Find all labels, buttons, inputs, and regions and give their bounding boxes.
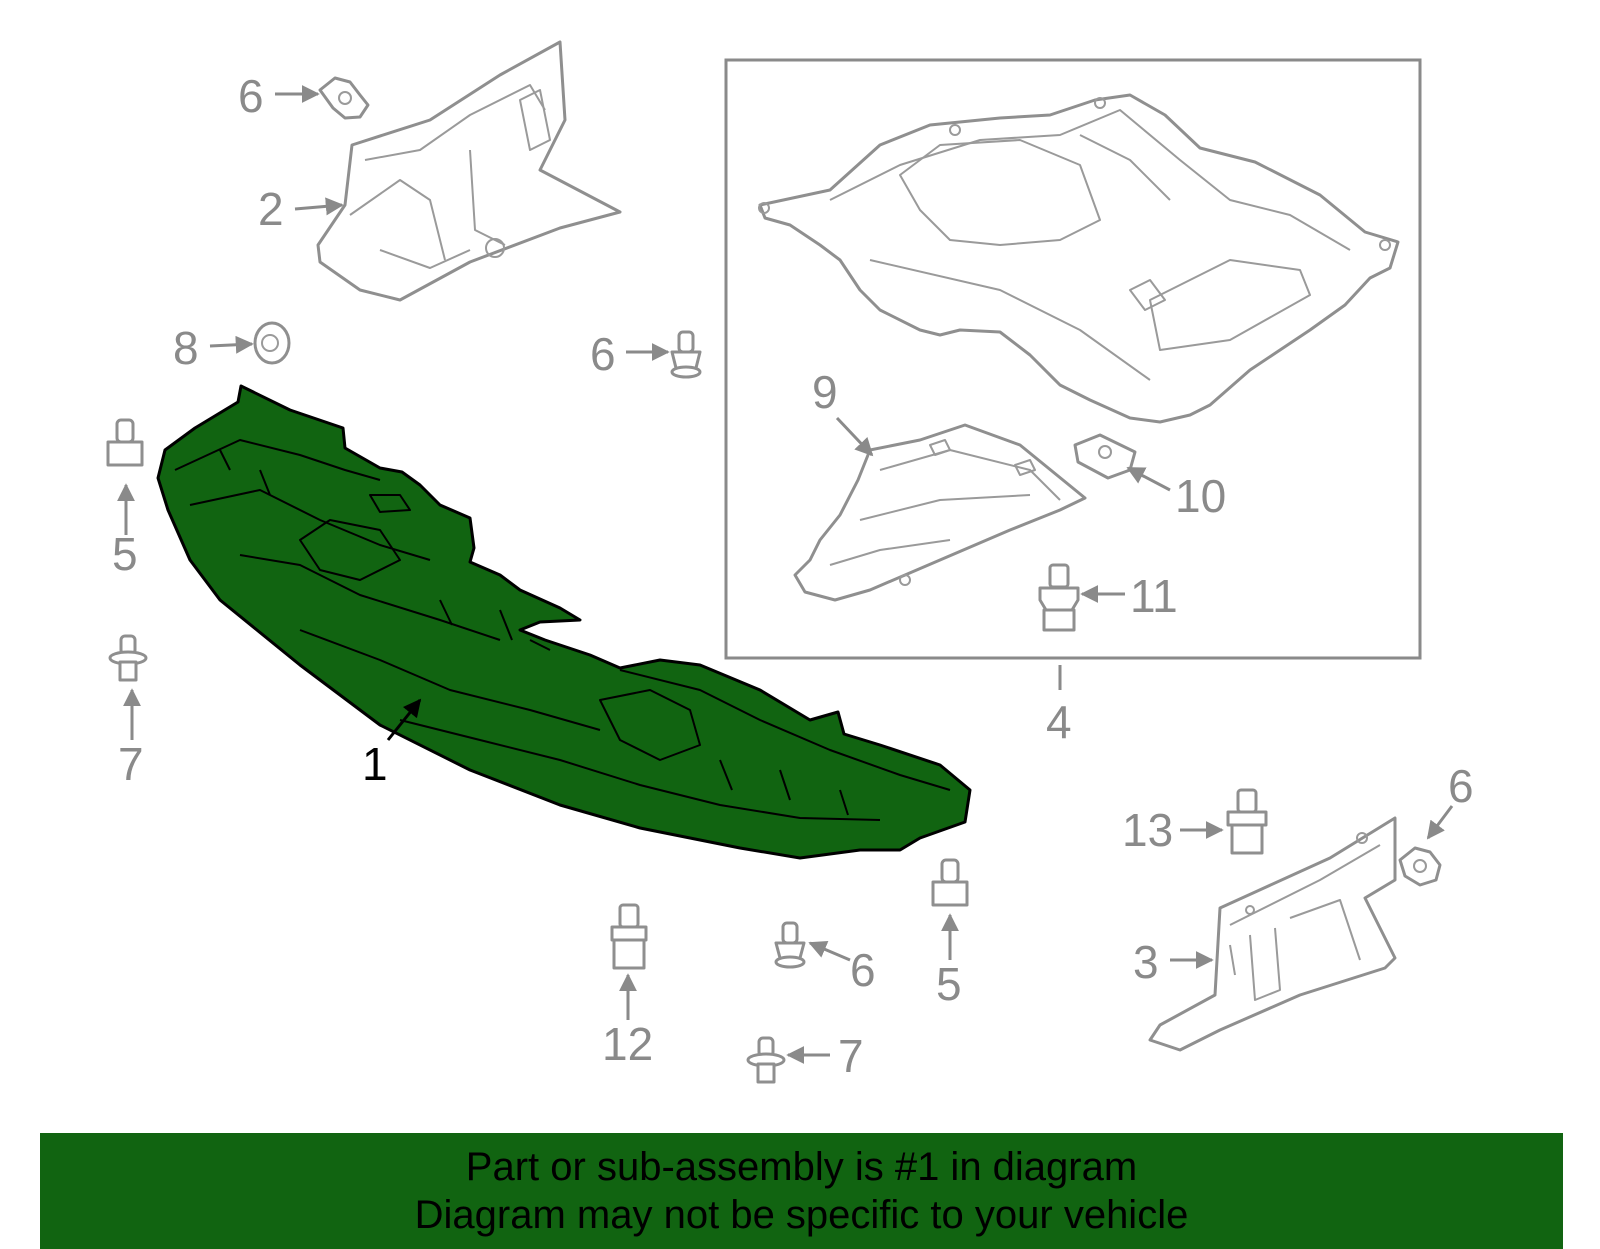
part-6-clip-bottom <box>774 921 806 969</box>
leader-8 <box>209 335 254 354</box>
leader-1 <box>386 698 422 741</box>
leader-6c <box>808 941 851 962</box>
callout-4: 4 <box>1046 696 1072 748</box>
parts-diagram: 6 2 8 6 5 7 1 9 10 11 4 13 6 3 5 6 12 7 <box>106 40 1474 1084</box>
callout-11: 11 <box>1130 570 1178 622</box>
callout-6a: 6 <box>238 70 264 122</box>
callout-7b: 7 <box>838 1030 864 1082</box>
part-9-inner-cover <box>793 423 1087 602</box>
banner-line-1: Part or sub-assembly is #1 in diagram <box>465 1145 1138 1189</box>
part-7-clip-left <box>108 634 148 682</box>
callout-7a: 7 <box>118 738 144 790</box>
callout-9: 9 <box>812 366 838 418</box>
leader-9 <box>835 416 874 457</box>
part-5-bolt-bottom <box>931 858 969 907</box>
part-12-bolt <box>610 903 648 970</box>
part-2-splash-shield <box>316 40 622 302</box>
callout-2: 2 <box>258 183 284 235</box>
part-5-bolt-left <box>106 418 144 467</box>
part-8-grommet <box>253 321 291 365</box>
info-banner: Part or sub-assembly is #1 in diagram Di… <box>40 1133 1563 1249</box>
part-1-front-under-cover <box>156 384 972 860</box>
callout-5b: 5 <box>936 958 962 1010</box>
callout-12: 12 <box>602 1018 653 1070</box>
part-6-clip-top <box>318 76 370 120</box>
part-13-bolt <box>1226 788 1268 855</box>
part-6-clip-middle <box>670 330 702 379</box>
part-6-clip-right <box>1398 846 1442 887</box>
leader-2 <box>294 197 344 216</box>
part-11-bolt <box>1038 563 1080 632</box>
leader-6d <box>1426 805 1454 840</box>
leader-10 <box>1126 466 1171 492</box>
part-10-clip-nut <box>1073 433 1137 480</box>
callout-1: 1 <box>362 738 388 790</box>
callout-3: 3 <box>1133 936 1159 988</box>
part-3-splash-shield <box>1148 816 1397 1052</box>
part-7-clip-bottom <box>746 1036 786 1084</box>
callout-10: 10 <box>1175 470 1226 522</box>
banner-line-2: Diagram may not be specific to your vehi… <box>414 1193 1189 1237</box>
callout-8: 8 <box>173 322 199 374</box>
callout-6d: 6 <box>1448 760 1474 812</box>
callout-5a: 5 <box>112 528 138 580</box>
callout-6b: 6 <box>590 328 616 380</box>
callout-13: 13 <box>1122 804 1173 856</box>
part-4-under-cover <box>758 93 1400 424</box>
callout-6c: 6 <box>850 944 876 996</box>
assembly-4-box <box>724 58 1422 660</box>
